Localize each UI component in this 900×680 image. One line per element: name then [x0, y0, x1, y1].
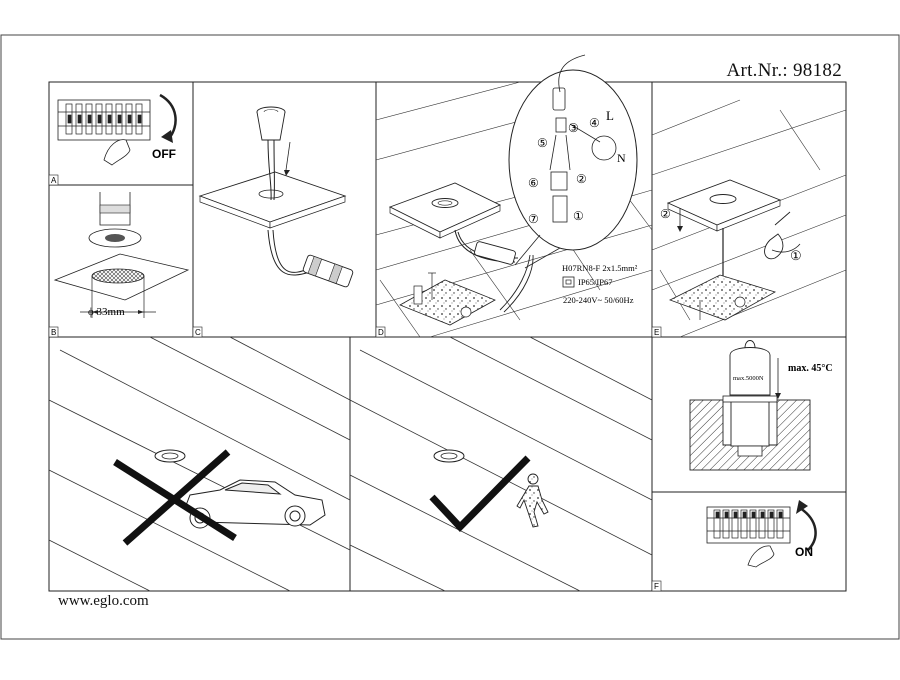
panel-letter-f: F	[654, 582, 659, 591]
weight-icon	[729, 347, 771, 396]
check-mark-icon	[429, 455, 531, 533]
on-label: ON	[795, 545, 813, 559]
panel-letter-e: E	[654, 328, 659, 337]
callout-7: ⑦	[528, 212, 539, 226]
callout-5: ⑤	[537, 136, 548, 150]
hand-icon-f	[747, 545, 775, 568]
hand-icon	[103, 139, 131, 166]
callout-2: ②	[576, 172, 587, 186]
cable-spec: H07RN8-F 2x1.5mm²	[562, 263, 638, 273]
panel-d: ① ② ③ ④ ⑤ ⑥ ⑦ L N H07RN8-F 2x1.5mm² IP65…	[375, 54, 653, 338]
ip-rating: IP65/IP67	[578, 277, 612, 287]
panel-letter-a: A	[51, 176, 57, 185]
panel-c: C	[192, 106, 354, 338]
e-callout-1: ①	[790, 248, 802, 263]
sheet-border	[0, 34, 900, 640]
wire-n-label: N	[617, 151, 626, 165]
panel-pedestrian-ok	[349, 336, 653, 592]
max-load-label: max.5000N	[733, 375, 764, 382]
panel-no-vehicle	[48, 336, 351, 592]
prohibited-cross-icon	[113, 449, 237, 546]
panel-b: ϕ 33mm B	[48, 192, 190, 338]
panel-a: OFF A	[48, 93, 177, 186]
panel-e: ① ② E	[651, 99, 847, 338]
callout-1: ①	[573, 209, 584, 223]
max-temp-label: max. 45°C	[788, 363, 833, 374]
panel-f: ON F	[651, 500, 817, 592]
shovel-icon	[764, 211, 791, 260]
zoom-bubble	[508, 69, 638, 251]
breaker-icon	[58, 103, 150, 135]
callout-6: ⑥	[528, 176, 539, 190]
rotate-arrow-up-icon	[799, 506, 817, 551]
article-number: Art.Nr.: 98182	[726, 60, 842, 81]
panel-letter-c: C	[195, 328, 201, 337]
callout-4: ④	[589, 116, 600, 130]
pedestrian-icon	[516, 473, 549, 528]
breaker-icon-on	[707, 509, 790, 539]
panel-letter-b: B	[51, 328, 56, 337]
wire-l-label: L	[606, 108, 614, 123]
website-link[interactable]: www.eglo.com	[58, 593, 149, 609]
e-callout-2: ②	[660, 207, 671, 221]
voltage-rating: 220-240V~ 50/60Hz	[563, 295, 634, 305]
diameter-label: ϕ 33mm	[88, 306, 125, 318]
off-label: OFF	[152, 147, 176, 161]
callout-3: ③	[568, 121, 579, 135]
panel-letter-d: D	[378, 328, 384, 337]
panel-load: max.5000N max. 45°C	[689, 340, 833, 471]
